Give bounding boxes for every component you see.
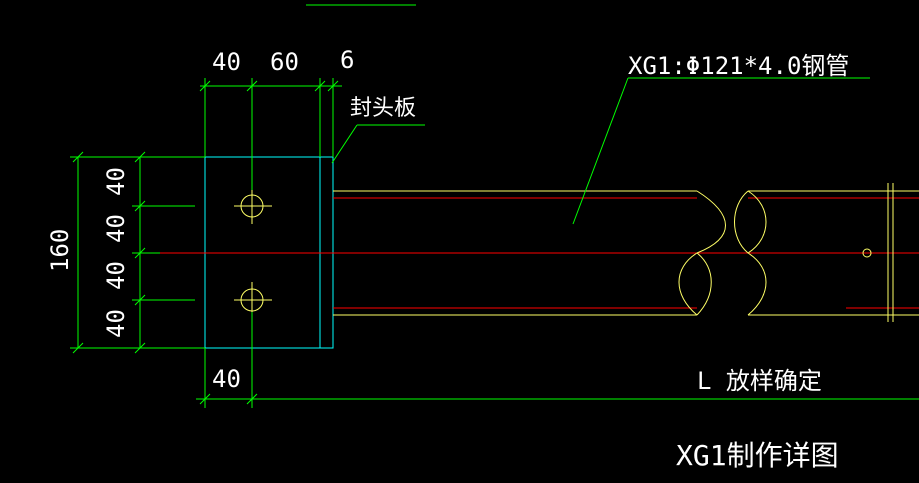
tick-left-6 bbox=[134, 294, 146, 306]
dim-bottom-40: 40 bbox=[212, 365, 241, 393]
top-dimension-chain: 40 60 6 bbox=[199, 46, 354, 190]
tick-left-5 bbox=[134, 247, 146, 259]
tick-left-2 bbox=[72, 342, 84, 354]
dim-left-seg-3: 40 bbox=[102, 261, 130, 290]
tick-bottom-1 bbox=[199, 393, 211, 405]
bolt-bottom bbox=[234, 282, 272, 318]
dim-left-seg-2: 40 bbox=[102, 214, 130, 243]
pipe-spec-callout: XG1:Φ121*4.0钢管 bbox=[572, 52, 870, 225]
pipe-break-left-inner bbox=[696, 252, 712, 316]
dim-top-6: 6 bbox=[340, 46, 354, 74]
tick-left-3 bbox=[134, 151, 146, 163]
dim-left-160: 160 bbox=[46, 229, 74, 272]
dim-left-seg-4: 40 bbox=[102, 309, 130, 338]
dim-top-60: 60 bbox=[270, 48, 299, 76]
left-dimension-chain: 160 40 40 40 40 bbox=[46, 151, 205, 354]
bottom-dimension: 40 L 放样确定 bbox=[196, 312, 919, 408]
pipe-end-hole-icon bbox=[862, 248, 872, 258]
dim-top-40: 40 bbox=[212, 48, 241, 76]
pipe-spec-leader bbox=[572, 77, 629, 225]
tick-bottom-2 bbox=[246, 393, 258, 405]
tick-2 bbox=[246, 80, 258, 92]
tick-left-1 bbox=[72, 151, 84, 163]
tick-1 bbox=[199, 80, 211, 92]
tick-left-7 bbox=[134, 342, 146, 354]
bolt-top bbox=[234, 188, 272, 224]
steel-pipe bbox=[148, 183, 919, 322]
tick-4 bbox=[327, 80, 339, 92]
end-plate-label: 封头板 bbox=[350, 96, 416, 121]
tick-left-4 bbox=[134, 200, 146, 212]
pipe-spec-label: XG1:Φ121*4.0钢管 bbox=[628, 52, 849, 80]
drawing-title: XG1制作详图 bbox=[676, 439, 839, 472]
end-plate-leader bbox=[331, 124, 358, 164]
dim-left-seg-1: 40 bbox=[102, 167, 130, 196]
pipe-break-right-inner bbox=[747, 190, 767, 254]
tick-3 bbox=[314, 80, 326, 92]
end-plate-callout: 封头板 bbox=[331, 96, 425, 164]
length-note: L 放样确定 bbox=[697, 367, 822, 395]
